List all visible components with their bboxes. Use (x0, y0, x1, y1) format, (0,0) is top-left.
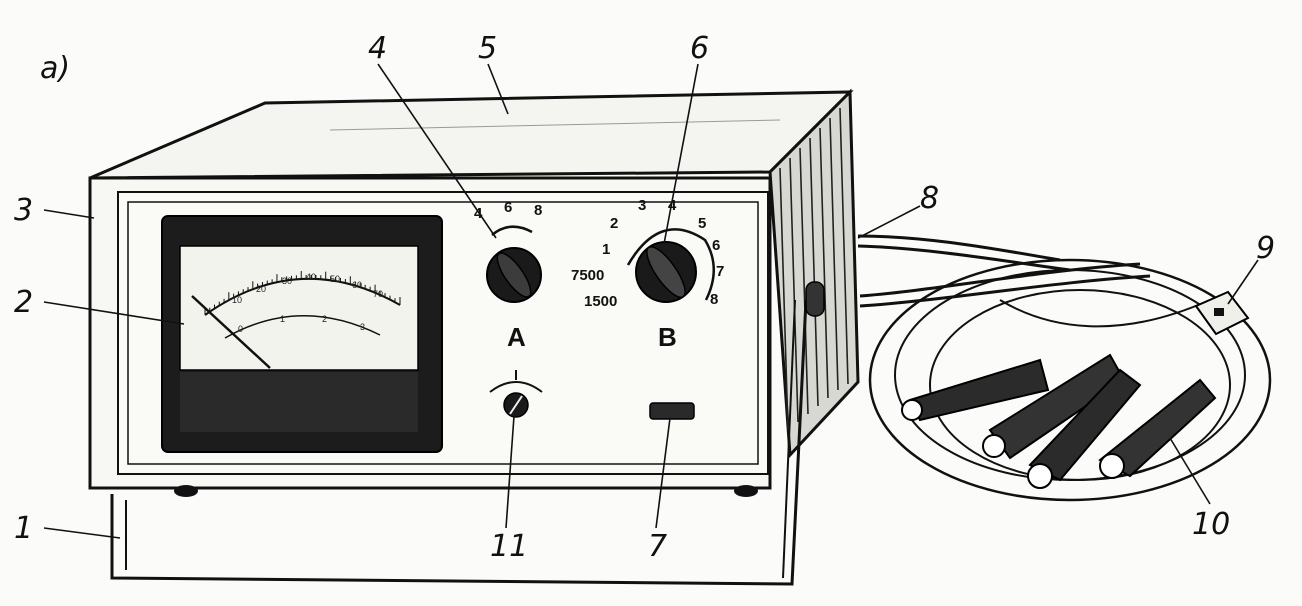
cabinet-top (89, 90, 854, 180)
probe-cable (857, 234, 1272, 502)
switch-b-scale-7: 7 (716, 263, 724, 280)
switch-a-letter: A (507, 322, 526, 352)
callout-2: 2 (14, 285, 33, 320)
switch-b-scale-8: 8 (710, 291, 718, 308)
meter-upper-50: 50 (330, 274, 340, 284)
adjust-knob[interactable] (489, 370, 543, 418)
switch-b-scale-7500: 7500 (571, 267, 604, 284)
meter-lower-0: 0 (238, 324, 243, 334)
switch-b-scale-1500: 1500 (584, 293, 617, 310)
callout-8: 8 (920, 181, 939, 216)
callout-11: 11 (490, 529, 528, 564)
callout-9: 9 (1256, 231, 1275, 266)
meter-lower-3: 3 (360, 322, 365, 332)
meter-upper-20: 20 (256, 284, 266, 294)
cable-connector (1194, 290, 1250, 336)
stand-bracket[interactable] (110, 281, 825, 586)
leader-lines (43, 63, 1259, 539)
probe-tips (901, 353, 1217, 489)
range-switch-a[interactable]: 4 6 8 A (474, 199, 542, 352)
meter-needle (191, 295, 271, 369)
switch-a-scale-8: 8 (534, 202, 542, 219)
callout-1: 1 (14, 511, 33, 546)
switch-b-scale-5: 5 (698, 215, 706, 232)
figure-label: a) (40, 51, 70, 86)
switch-a-scale-6: 6 (504, 199, 512, 216)
switch-b-scale-1: 1 (602, 241, 610, 258)
callout-10: 10 (1192, 507, 1230, 542)
callout-6: 6 (690, 31, 709, 66)
switch-b-letter: B (658, 322, 677, 352)
switch-b-scale-6: 6 (712, 237, 720, 254)
indicator-lamp (649, 402, 695, 420)
side-hatching (779, 107, 849, 431)
callout-5: 5 (478, 31, 497, 66)
range-switch-b[interactable]: 3 4 5 6 7 8 2 1 7500 1500 B (571, 197, 724, 352)
meter-upper-10: 10 (232, 295, 242, 305)
meter-upper-40: 40 (306, 272, 316, 282)
callout-3: 3 (14, 193, 33, 228)
meter-upper-30: 30 (282, 276, 292, 286)
meter-upper-70: 70 (373, 289, 383, 299)
switch-b-scale-3: 3 (638, 197, 646, 214)
switch-b-scale-2: 2 (610, 215, 618, 232)
switch-b-scale-4: 4 (668, 197, 677, 214)
meter-upper-60: 60 (352, 280, 362, 290)
meter-lower-2: 2 (322, 314, 327, 324)
meter-lower-1: 1 (280, 314, 285, 324)
pointer-meter: 10 20 30 40 50 60 70 0 1 2 3 (161, 215, 443, 453)
callout-7: 7 (648, 529, 667, 564)
callout-4: 4 (368, 31, 387, 66)
